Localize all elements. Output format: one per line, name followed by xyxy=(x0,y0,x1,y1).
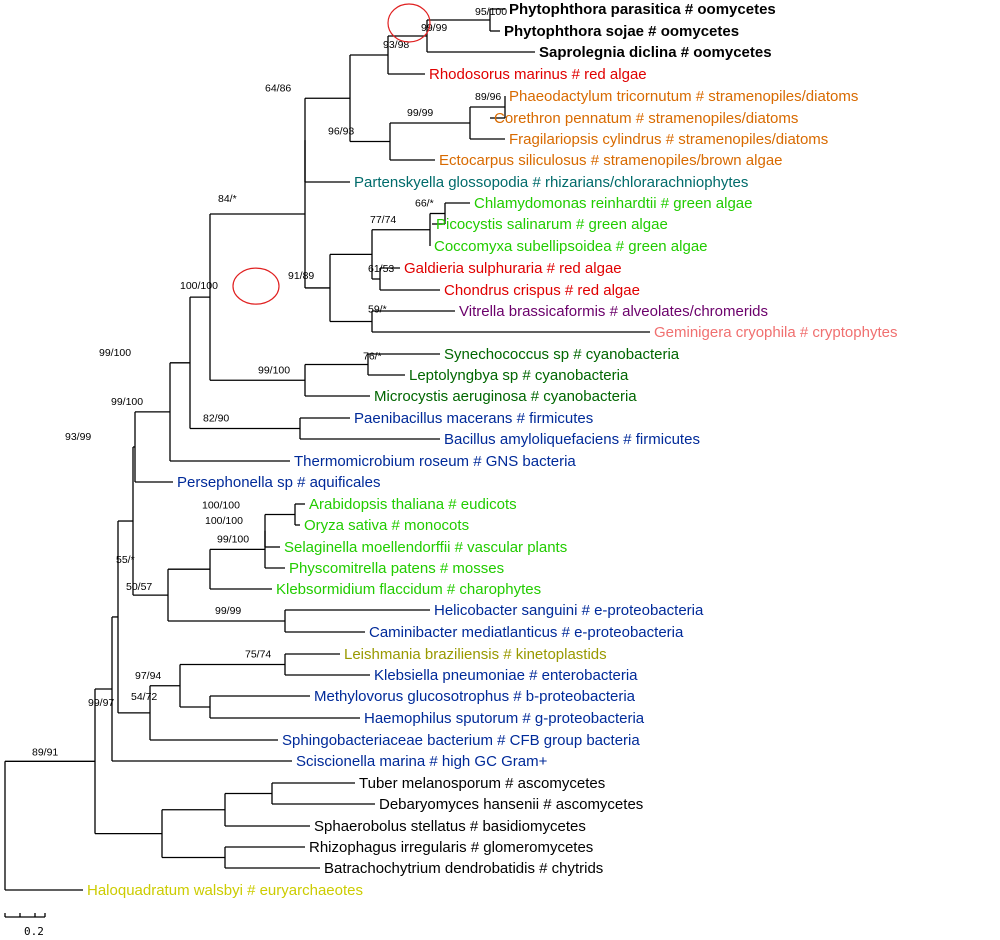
bootstrap-support-label: 99/100 xyxy=(258,364,290,376)
taxon-label: Persephonella sp # aquificales xyxy=(177,474,380,491)
bootstrap-support-label: 54/72 xyxy=(131,691,157,703)
taxon-label: Haloquadratum walsbyi # euryarchaeotes xyxy=(87,882,363,899)
bootstrap-support-label: 99/100 xyxy=(217,533,249,545)
bootstrap-support-label: 100/100 xyxy=(202,500,240,512)
highlight-circle xyxy=(232,267,280,305)
taxon-label: Physcomitrella patens # mosses xyxy=(289,560,504,577)
bootstrap-support-label: 100/100 xyxy=(205,515,243,527)
taxon-label: Methylovorus glucosotrophus # b-proteoba… xyxy=(314,688,636,705)
taxon-label: Chondrus crispus # red algae xyxy=(444,282,640,299)
bootstrap-support-label: 77/74 xyxy=(370,214,396,226)
bootstrap-support-label: 99/99 xyxy=(421,22,447,34)
bootstrap-support-label: 89/91 xyxy=(32,746,58,758)
taxon-label: Klebsormidium flaccidum # charophytes xyxy=(276,581,541,598)
bootstrap-support-label: 97/94 xyxy=(135,670,161,682)
taxon-label: Microcystis aeruginosa # cyanobacteria xyxy=(374,388,637,405)
bootstrap-support-label: 84/* xyxy=(218,193,237,205)
taxon-label: Saprolegnia diclina # oomycetes xyxy=(539,44,772,61)
taxon-label: Chlamydomonas reinhardtii # green algae xyxy=(474,195,753,212)
taxon-label: Tuber melanosporum # ascomycetes xyxy=(359,775,605,792)
taxon-label: Helicobacter sanguini # e-proteobacteria xyxy=(434,602,704,619)
bootstrap-support-label: 75/74 xyxy=(245,649,271,661)
taxon-label: Batrachochytrium dendrobatidis # chytrid… xyxy=(324,860,603,877)
bootstrap-support-label: 82/90 xyxy=(203,413,229,425)
bootstrap-support-label: 99/100 xyxy=(111,396,143,408)
taxon-label: Phaeodactylum tricornutum # stramenopile… xyxy=(509,88,858,105)
taxon-label: Partenskyella glossopodia # rhizarians/c… xyxy=(354,174,748,191)
taxon-label: Leptolyngbya sp # cyanobacteria xyxy=(409,367,629,384)
bootstrap-support-label: 55/* xyxy=(116,554,135,566)
bootstrap-support-label: 91/89 xyxy=(288,270,314,282)
bootstrap-support-label: 96/93 xyxy=(328,126,354,138)
taxon-label: Klebsiella pneumoniae # enterobacteria xyxy=(374,667,638,684)
taxon-label: Rhodosorus marinus # red algae xyxy=(429,66,647,83)
taxon-label: Sphingobacteriaceae bacterium # CFB grou… xyxy=(282,732,640,749)
taxon-label: Paenibacillus macerans # firmicutes xyxy=(354,410,593,427)
bootstrap-support-label: 76/* xyxy=(363,351,382,363)
taxon-label: Coccomyxa subellipsoidea # green algae xyxy=(434,238,708,255)
taxon-label: Bacillus amyloliquefaciens # firmicutes xyxy=(444,431,700,448)
taxon-label: Galdieria sulphuraria # red algae xyxy=(404,260,622,277)
bootstrap-support-label: 50/57 xyxy=(126,581,152,593)
bootstrap-support-label: 99/99 xyxy=(407,107,433,119)
bootstrap-support-label: 66/* xyxy=(415,198,434,210)
taxon-label: Geminigera cryophila # cryptophytes xyxy=(654,324,897,341)
bootstrap-support-label: 93/99 xyxy=(65,431,91,443)
bootstrap-support-label: 99/100 xyxy=(99,347,131,359)
taxon-label: Corethron pennatum # stramenopiles/diato… xyxy=(494,110,798,127)
scale-bar-label: 0.2 xyxy=(24,925,44,938)
taxon-label: Caminibacter mediatlanticus # e-proteoba… xyxy=(369,624,684,641)
taxon-label: Debaryomyces hansenii # ascomycetes xyxy=(379,796,643,813)
taxon-label: Ectocarpus siliculosus # stramenopiles/b… xyxy=(439,152,783,169)
taxon-label: Synechococcus sp # cyanobacteria xyxy=(444,346,680,363)
bootstrap-support-label: 61/53 xyxy=(368,263,394,275)
taxon-label: Haemophilus sputorum # g-proteobacteria xyxy=(364,710,645,727)
taxon-label: Arabidopsis thaliana # eudicots xyxy=(309,496,517,513)
bootstrap-support-label: 95/100 xyxy=(475,6,507,18)
bootstrap-support-label: 99/99 xyxy=(215,605,241,617)
bootstrap-support-label: 100/100 xyxy=(180,280,218,292)
taxon-label: Oryza sativa # monocots xyxy=(304,517,469,534)
taxon-label: Sphaerobolus stellatus # basidiomycetes xyxy=(314,818,586,835)
highlight-circle xyxy=(387,3,431,43)
bootstrap-support-label: 99/97 xyxy=(88,697,114,709)
taxon-label: Picocystis salinarum # green algae xyxy=(436,216,668,233)
taxon-label: Sciscionella marina # high GC Gram+ xyxy=(296,753,548,770)
taxon-label: Rhizophagus irregularis # glomeromycetes xyxy=(309,839,593,856)
bootstrap-support-label: 59/* xyxy=(368,304,387,316)
taxon-label: Thermomicrobium roseum # GNS bacteria xyxy=(294,453,576,470)
bootstrap-support-label: 89/96 xyxy=(475,91,501,103)
bootstrap-support-label: 64/86 xyxy=(265,82,291,94)
taxon-label: Phytophthora parasitica # oomycetes xyxy=(509,1,776,18)
taxon-label: Leishmania braziliensis # kinetoplastids xyxy=(344,646,607,663)
taxon-label: Phytophthora sojae # oomycetes xyxy=(504,23,739,40)
taxon-label: Selaginella moellendorffii # vascular pl… xyxy=(284,539,567,556)
taxon-label: Vitrella brassicaformis # alveolates/chr… xyxy=(459,303,768,320)
bootstrap-support-label: 93/98 xyxy=(383,39,409,51)
taxon-label: Fragilariopsis cylindrus # stramenopiles… xyxy=(509,131,828,148)
